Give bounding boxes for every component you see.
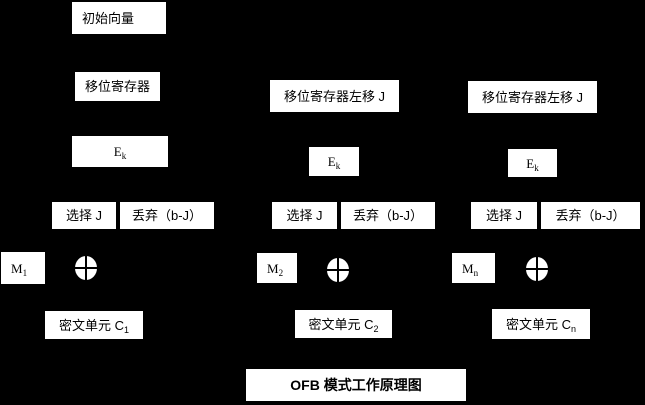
shift-register-label-3: 移位寄存器左移 J [481,89,584,105]
init-vector-label: 初始向量 [82,10,135,26]
discard-box-1: 丢弃（b-J） [120,202,214,229]
message-box-3: Mn [452,253,495,283]
select-j-box-1: 选择 J [52,202,116,229]
cipher-unit-box-1: 密文单元 C1 [45,311,143,339]
message-box-1: M1 [1,252,45,284]
diagram-title: OFB 模式工作原理图 [290,377,422,393]
cipher-unit-label-2: 密文单元 C2 [308,316,379,334]
discard-box-3: 丢弃（b-J） [541,202,640,229]
discard-box-2: 丢弃（b-J） [341,202,435,229]
select-j-label-1: 选择 J [65,208,103,223]
shift-register-box-1: 移位寄存器 [75,72,160,101]
message-label-2: M2 [267,260,284,278]
discard-label-2: 丢弃（b-J） [352,208,424,223]
cipher-unit-label-1: 密文单元 C1 [58,317,130,335]
xor-icon-2 [327,258,349,282]
encrypt-key-label-3: Ek [526,155,539,173]
select-j-box-3: 选择 J [471,202,537,229]
cipher-unit-box-3: 密文单元 Cn [492,309,590,339]
discard-label-3: 丢弃（b-J） [555,208,626,223]
cipher-unit-label-3: 密文单元 Cn [505,316,577,334]
select-j-box-2: 选择 J [272,202,337,229]
shift-register-box-3: 移位寄存器左移 J [468,81,597,113]
select-j-label-3: 选择 J [485,208,523,223]
encrypt-key-label-2: Ek [327,154,341,171]
shift-register-label-2: 移位寄存器左移 J [283,88,386,104]
diagram-title-box: OFB 模式工作原理图 [246,369,466,401]
cipher-unit-box-2: 密文单元 C2 [295,310,392,338]
message-box-2: M2 [257,253,297,283]
encrypt-key-box-1: Ek [72,136,168,167]
select-j-label-2: 选择 J [286,208,323,223]
discard-label-1: 丢弃（b-J） [131,208,203,223]
message-label-3: Mn [462,260,479,278]
message-label-1: M1 [11,260,28,278]
xor-icon-3 [526,257,548,281]
xor-icon-1 [75,256,97,280]
encrypt-key-label-1: Ek [113,144,127,161]
shift-register-label-1: 移位寄存器 [84,79,150,94]
init-vector-box: 初始向量 [72,2,166,34]
shift-register-box-2: 移位寄存器左移 J [270,80,399,112]
encrypt-key-box-3: Ek [508,149,557,177]
encrypt-key-box-2: Ek [309,147,359,176]
